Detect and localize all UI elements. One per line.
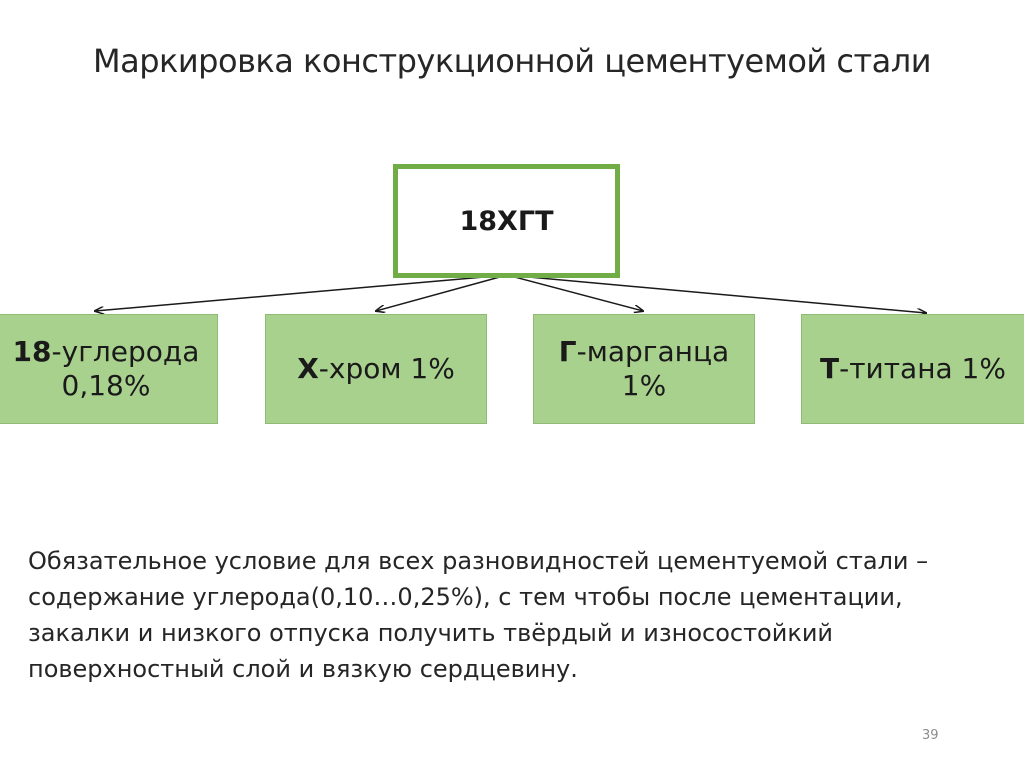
steel-grade-box: 18ХГТ: [393, 164, 620, 278]
element-code: 18: [12, 335, 52, 369]
element-percent: 1%: [621, 369, 667, 402]
element-box-manganese: Г-марганца 1%: [533, 314, 755, 424]
element-box-carbon: 18-углерода 0,18%: [0, 314, 218, 424]
element-desc: -марганца: [576, 335, 730, 369]
element-percent: 0,18%: [61, 369, 151, 402]
steel-grade-label: 18ХГТ: [459, 205, 554, 237]
element-code: Т: [820, 352, 840, 386]
element-box-chromium: Х-хром 1%: [265, 314, 487, 424]
element-code: Х: [297, 352, 319, 386]
slide-title: Маркировка конструкционной цементуемой с…: [93, 42, 931, 80]
arrow-to-chromium: [376, 274, 508, 311]
requirement-note: Обязательное условие для всех разновидно…: [28, 547, 929, 683]
element-code: Г: [558, 335, 577, 369]
arrow-to-carbon: [95, 274, 508, 311]
page-number: 39: [922, 728, 939, 743]
element-desc: -хром 1%: [318, 352, 455, 386]
element-desc: -титана 1%: [839, 352, 1006, 386]
element-desc: -углерода: [51, 335, 200, 369]
arrow-to-manganese: [506, 274, 643, 311]
arrow-to-titanium: [506, 274, 926, 313]
element-box-titanium: Т-титана 1%: [801, 314, 1024, 424]
